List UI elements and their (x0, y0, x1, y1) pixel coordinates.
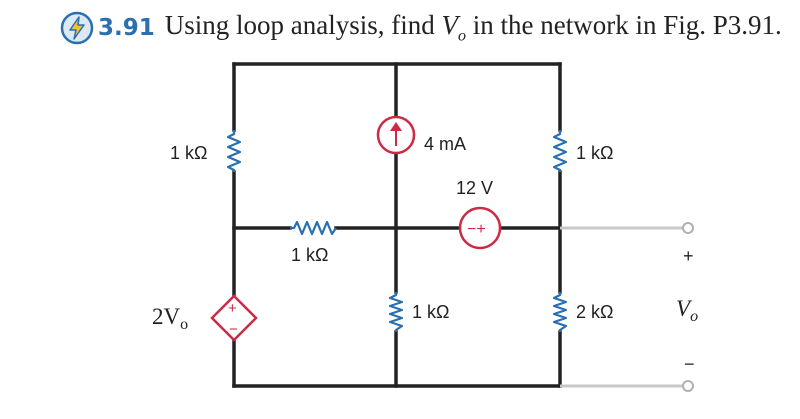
resistor-right-top (552, 130, 568, 172)
problem-statement: Using loop analysis, find Vo in the netw… (164, 10, 782, 45)
resistor-center-bottom (388, 292, 404, 332)
problem-header: 3.91 Using loop analysis, find Vo in the… (60, 8, 782, 48)
dependent-plus: + (228, 300, 237, 317)
label-r-left-top: 1 kΩ (170, 143, 207, 163)
label-r-right-bottom: 2 kΩ (576, 302, 613, 322)
dependent-source: + − (210, 294, 258, 342)
voltage-source: −+ (458, 206, 502, 250)
label-r-right-top: 1 kΩ (576, 143, 613, 163)
output-terminal-top (682, 222, 694, 234)
output-terminal-bottom (682, 380, 694, 392)
resistor-left-top (226, 130, 242, 172)
label-output-minus: − (684, 354, 695, 374)
label-dependent-source: 2Vo (152, 304, 188, 333)
problem-number: 3.91 (98, 15, 155, 41)
resistor-middle-horizontal (290, 220, 337, 236)
voltage-source-polarity: −+ (467, 221, 486, 238)
wires (232, 62, 562, 388)
dependent-minus: − (229, 321, 238, 338)
lightning-bolt-icon (60, 11, 94, 45)
output-wires (560, 226, 683, 388)
label-r-center-bottom: 1 kΩ (412, 302, 449, 322)
label-voltage-source: 12 V (456, 178, 493, 198)
resistor-right-bottom (552, 292, 568, 332)
current-source (376, 115, 416, 155)
label-output-plus: + (683, 246, 694, 266)
label-current-source: 4 mA (424, 134, 466, 154)
label-r-middle: 1 kΩ (291, 245, 328, 265)
label-output-voltage: Vo (676, 296, 698, 325)
